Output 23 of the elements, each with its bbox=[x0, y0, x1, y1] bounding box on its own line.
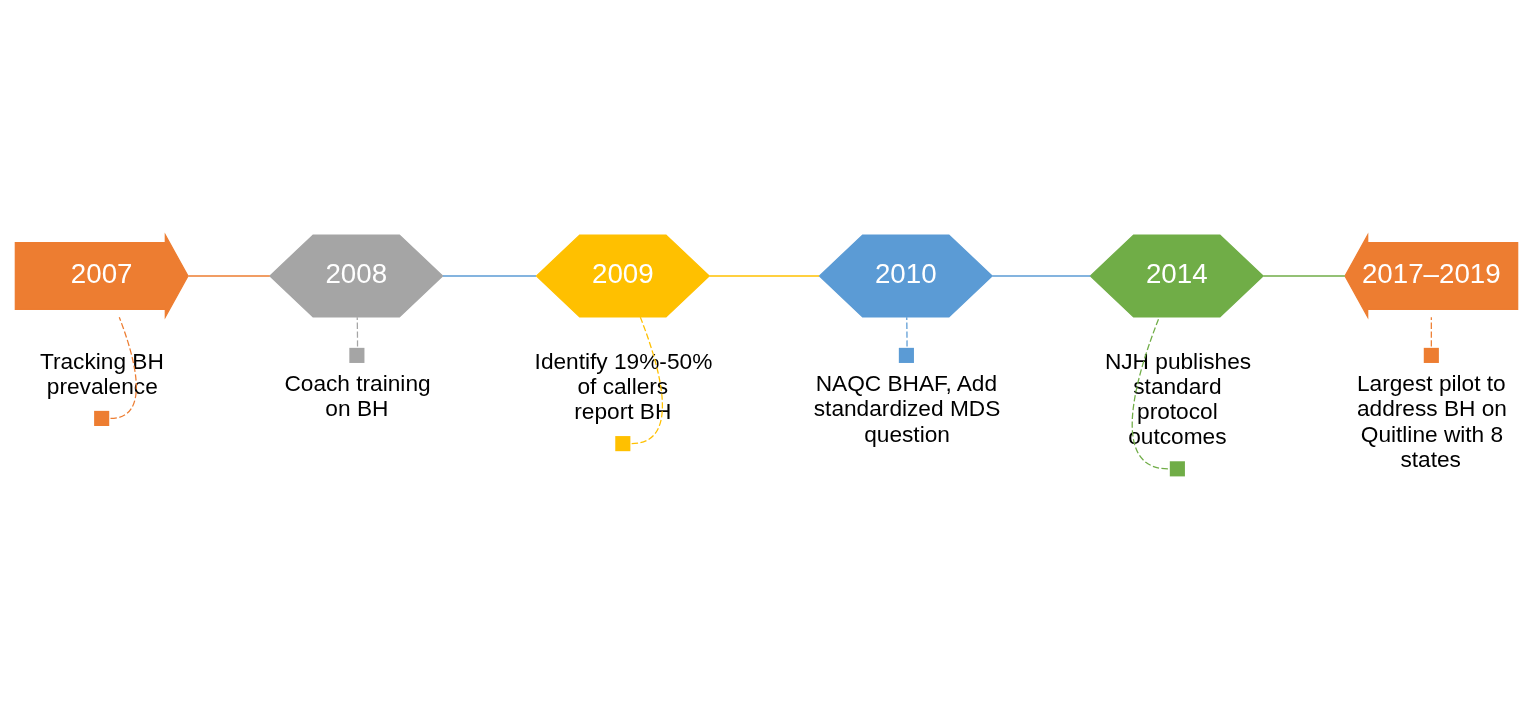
node-box bbox=[1423, 347, 1439, 363]
connector bbox=[906, 316, 908, 347]
node-label: NAQC BHAF, Add standardized MDS question bbox=[813, 369, 1001, 447]
connector bbox=[1430, 316, 1432, 347]
connector bbox=[356, 316, 359, 347]
node-label: NJH publishes standard protocol outcomes bbox=[1104, 347, 1252, 449]
node-box bbox=[898, 347, 914, 363]
connector bbox=[1262, 274, 1346, 277]
connector bbox=[109, 316, 137, 419]
node-box bbox=[1169, 460, 1185, 476]
connector bbox=[442, 274, 537, 277]
connector bbox=[187, 274, 271, 277]
node-label: Coach training on BH bbox=[284, 369, 431, 421]
node-label: Largest pilot to address BH on Quitline with 8 states bbox=[1356, 369, 1507, 472]
node-box bbox=[94, 410, 110, 426]
node-label: Tracking BH prevalence bbox=[39, 347, 164, 399]
node-box bbox=[349, 347, 365, 363]
connector bbox=[631, 316, 663, 444]
connector bbox=[991, 274, 1092, 277]
connector bbox=[708, 274, 820, 277]
node-label: Identify 19%-50% of callers report BH bbox=[534, 347, 713, 424]
connector bbox=[1131, 316, 1169, 469]
node-box bbox=[615, 435, 631, 451]
